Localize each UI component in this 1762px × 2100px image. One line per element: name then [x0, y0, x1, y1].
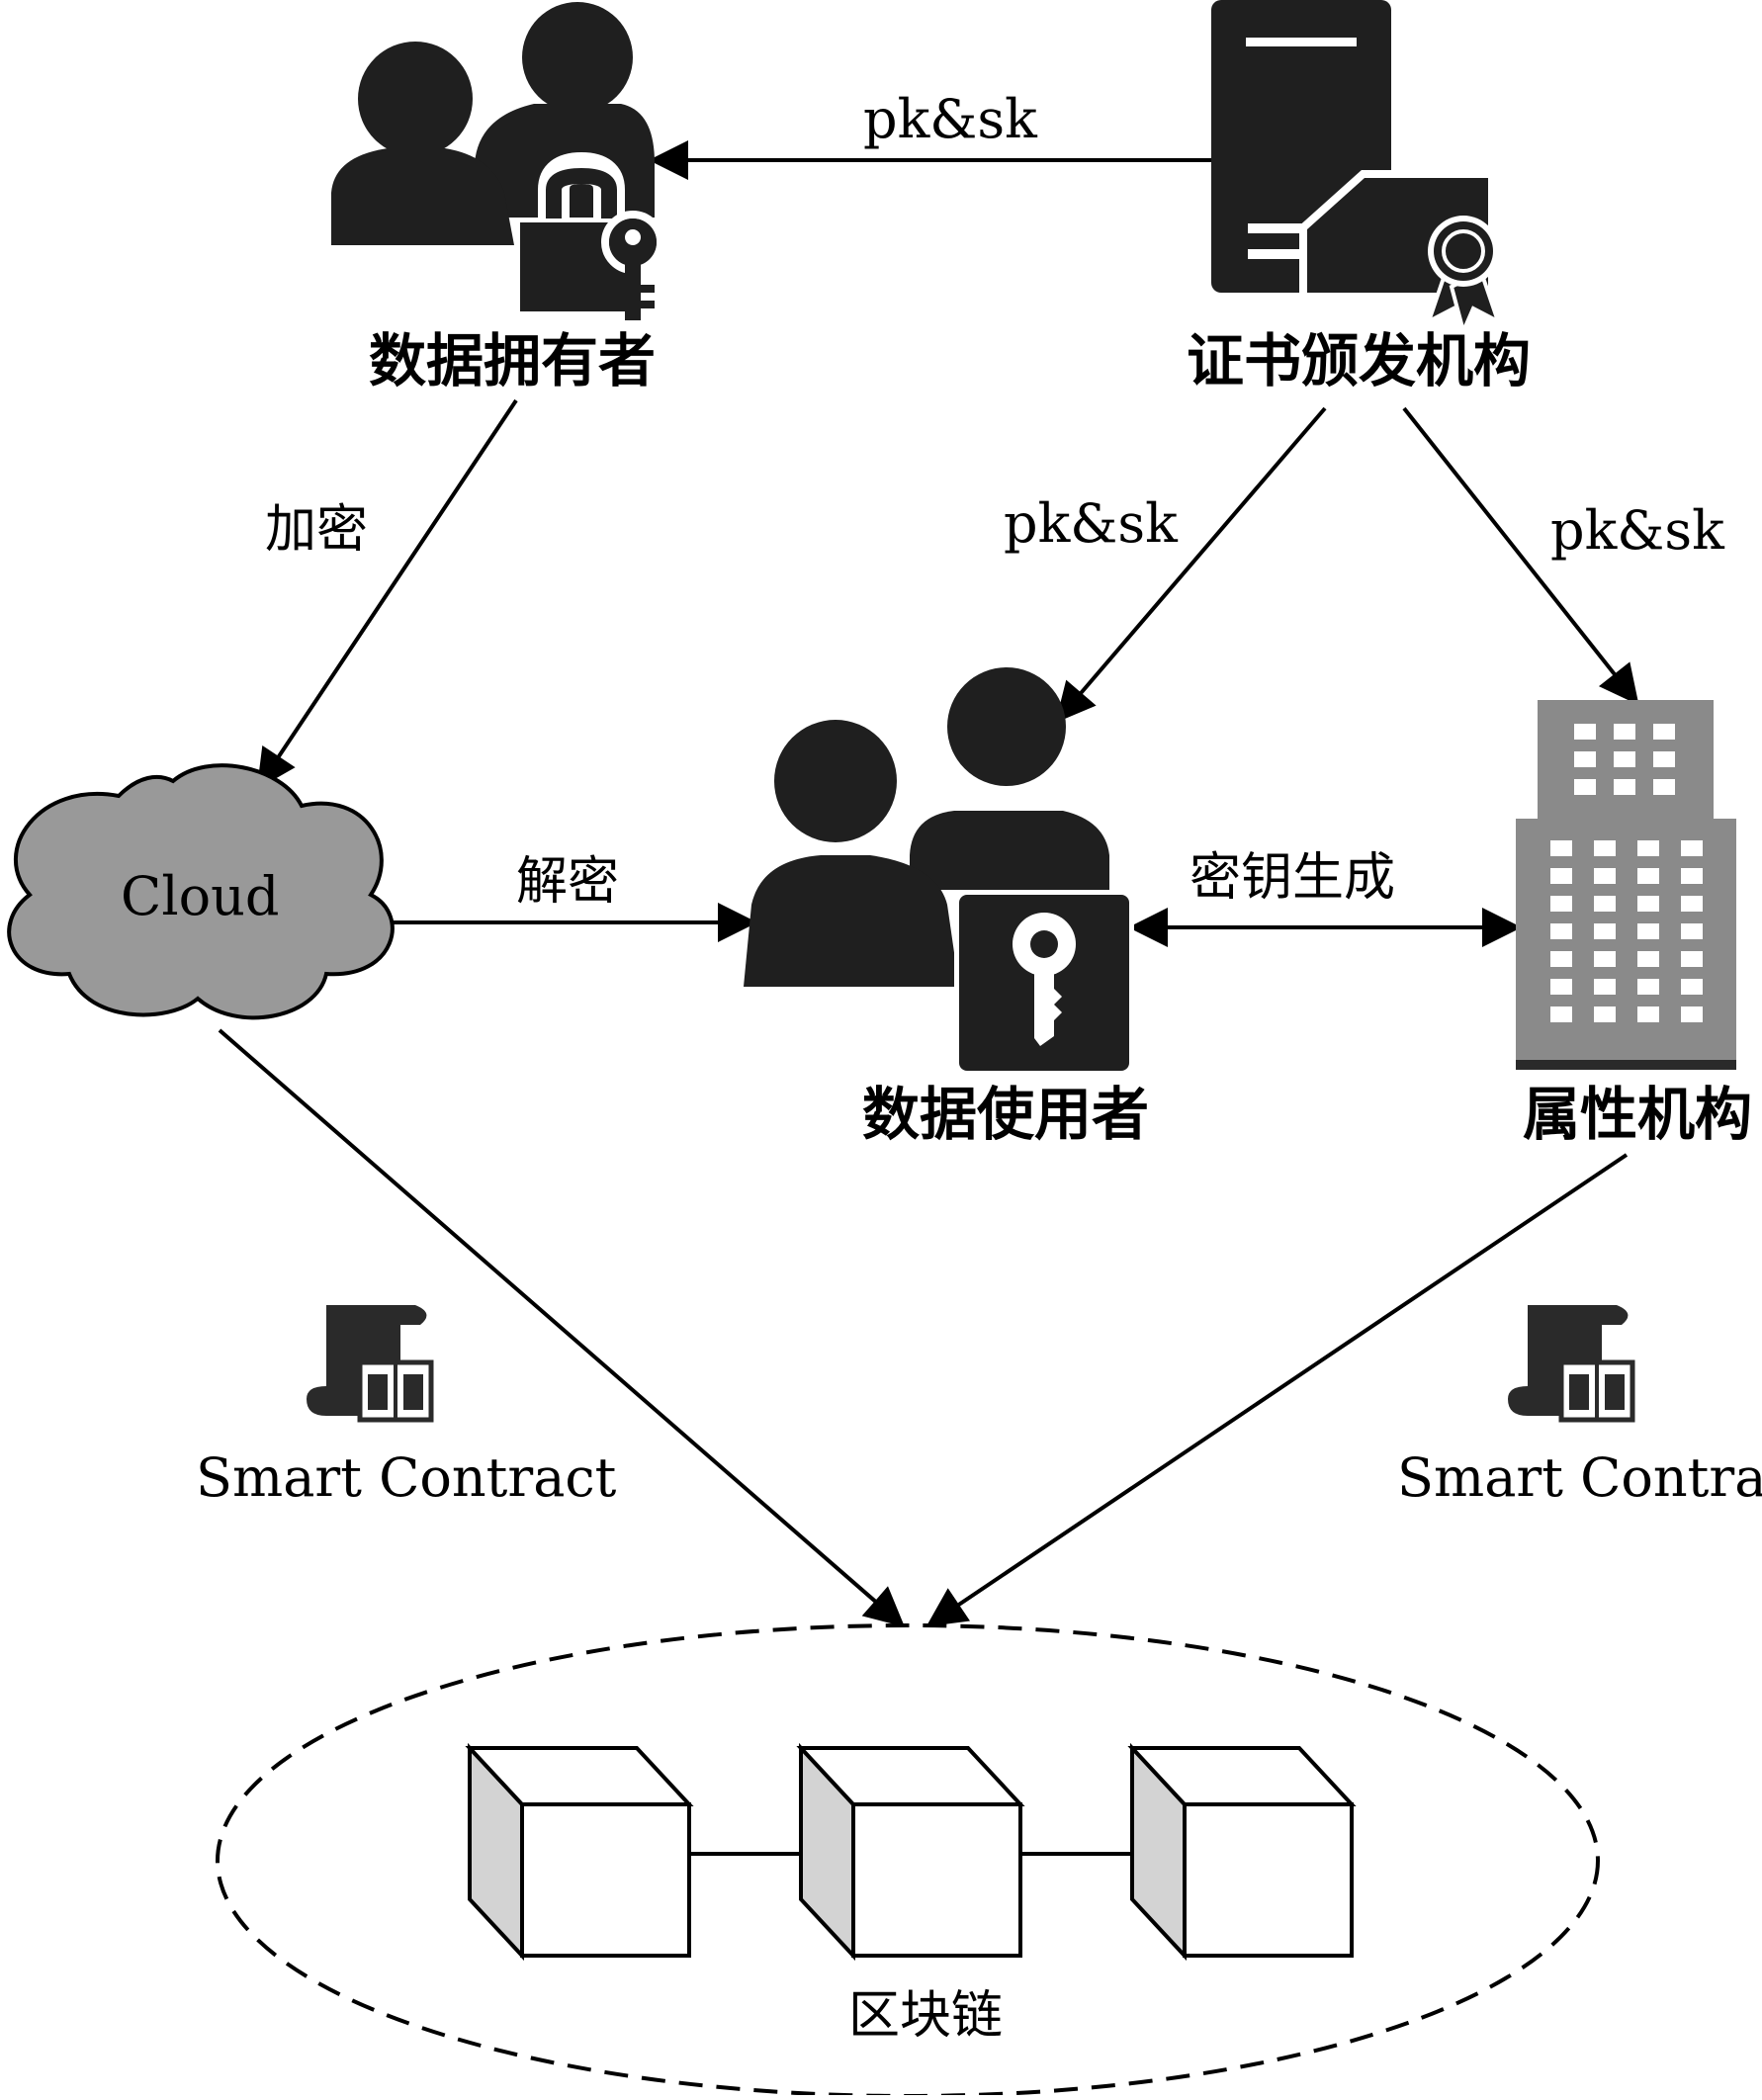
node-label-blockchain: 区块链	[848, 1986, 1004, 2046]
block-cube-icon	[796, 1742, 1025, 1962]
edge-label-key-generation: 密钥生成	[1189, 848, 1396, 908]
arrow-attribute-to-blockchain	[925, 1153, 1629, 1627]
arrow-ca-to-user	[1055, 406, 1327, 724]
arrow-owner-to-cloud	[256, 398, 518, 790]
contract-scroll-icon	[307, 1305, 434, 1423]
node-label-data-owner: 数据拥有者	[369, 327, 657, 394]
node-label-attribute-authority: 属性机构	[1523, 1081, 1753, 1148]
block-cube-icon	[465, 1742, 694, 1962]
server-certificate-icon	[1211, 0, 1502, 338]
arrow-cloud-to-blockchain	[218, 1028, 906, 1627]
cloud-label: Cloud	[121, 865, 280, 927]
cloud-icon	[7, 763, 395, 1020]
edge-label-ca-to-user: pk&sk	[1004, 492, 1178, 555]
node-label-data-user: 数据使用者	[862, 1081, 1150, 1148]
edge-label-encrypt: 加密	[265, 500, 369, 560]
arrow-ca-to-attribute	[1402, 406, 1639, 706]
users-key-icon	[744, 667, 1134, 1076]
smart-contract-label-left: Smart Contract	[196, 1446, 617, 1509]
edge-label-decrypt: 解密	[516, 852, 620, 912]
contract-scroll-icon	[1508, 1305, 1635, 1423]
node-label-certificate-authority: 证书颁发机构	[1187, 327, 1532, 394]
block-cube-icon	[1127, 1742, 1357, 1962]
users-lock-key-icon	[331, 2, 664, 320]
building-icon	[1516, 700, 1736, 1070]
smart-contract-label-right: Smart Contract	[1397, 1446, 1762, 1509]
edge-label-ca-to-owner: pk&sk	[863, 88, 1037, 150]
edge-label-ca-to-attribute: pk&sk	[1550, 499, 1724, 562]
